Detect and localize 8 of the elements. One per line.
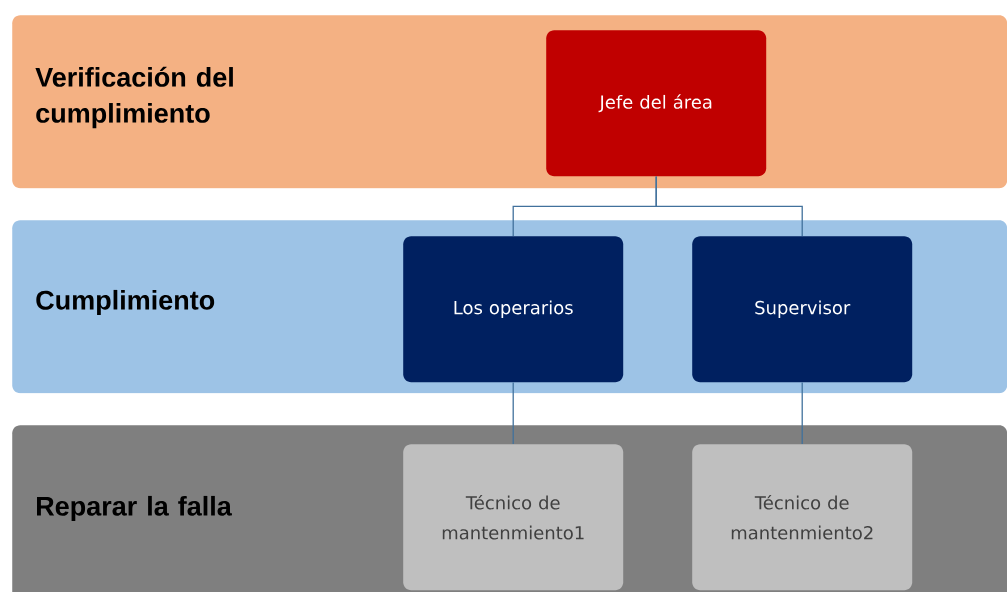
- org-box: Supervisor: [692, 236, 913, 383]
- connector-line: [655, 175, 803, 237]
- org-box: Jefe del área: [546, 30, 767, 177]
- org-box: Los operarios: [403, 236, 624, 383]
- org-box: Técnico de mantenmiento1: [403, 444, 624, 591]
- connector-line: [512, 381, 514, 445]
- connector-line: [801, 381, 803, 445]
- org-box: Técnico de mantenmiento2: [692, 444, 913, 591]
